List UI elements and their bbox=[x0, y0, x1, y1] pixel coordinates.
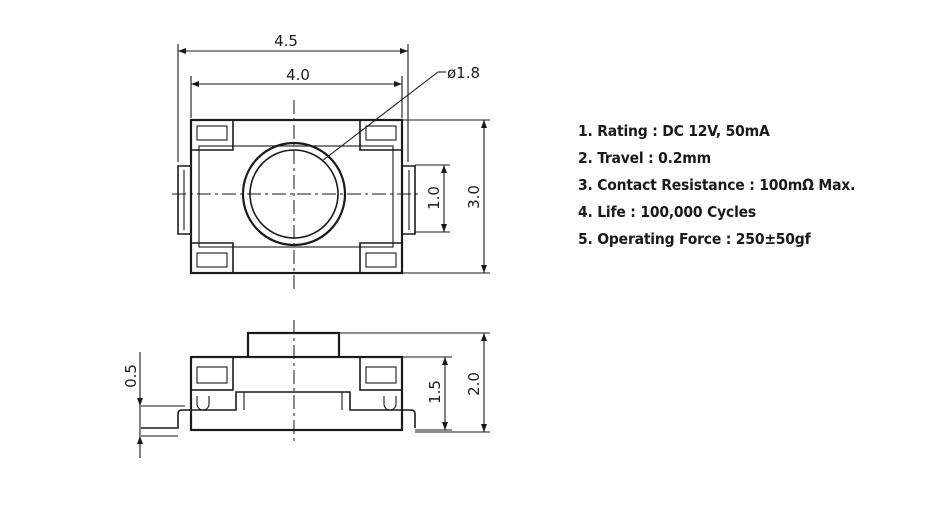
dim-width-outer: 4.5 bbox=[274, 32, 298, 50]
side-body bbox=[189, 355, 404, 432]
dim-body-height: 3.0 bbox=[465, 185, 483, 209]
top-body-outline bbox=[189, 118, 404, 275]
spec-life: 4. Life : 100,000 Cycles bbox=[578, 203, 757, 221]
top-view: 4.5 4.0 ø1.8 1.0 3.0 bbox=[172, 32, 490, 290]
spec-rating: 1. Rating : DC 12V, 50mA bbox=[578, 122, 770, 140]
spec-contact-resistance: 3. Contact Resistance : 100mΩ Max. bbox=[578, 176, 856, 194]
dim-lead-offset: 0.5 bbox=[122, 364, 140, 388]
spec-travel: 2. Travel : 0.2mm bbox=[578, 149, 711, 167]
dim-width-inner: 4.0 bbox=[286, 66, 310, 84]
dim-pad-height: 1.0 bbox=[425, 186, 443, 210]
dim-actuator-diameter: ø1.8 bbox=[447, 64, 480, 82]
spec-operating-force: 5. Operating Force : 250±50gf bbox=[578, 230, 811, 248]
spec-list: 1. Rating : DC 12V, 50mA 2. Travel : 0.2… bbox=[578, 120, 855, 255]
dim-total-height: 2.0 bbox=[465, 372, 483, 396]
dim-body-thickness: 1.5 bbox=[426, 380, 444, 404]
side-view: 0.5 1.5 2.0 bbox=[122, 320, 490, 458]
